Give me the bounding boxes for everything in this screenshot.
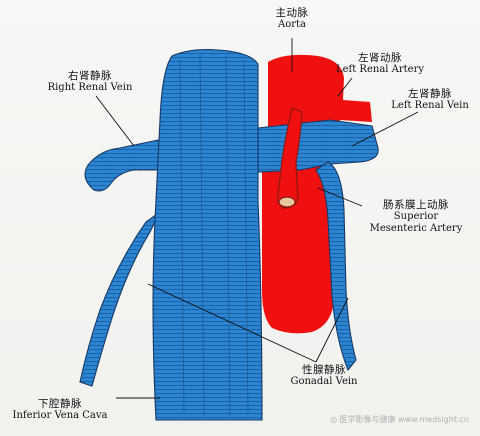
label-left-renal-vein: 左肾静脉 Left Renal Vein bbox=[384, 88, 476, 112]
left-renal-vein bbox=[257, 119, 379, 173]
label-sma-en2: Mesenteric Artery bbox=[369, 223, 463, 234]
label-sma-zh: 肠系膜上动脉 bbox=[383, 199, 449, 211]
label-aorta: 主动脉 Aorta bbox=[264, 7, 320, 31]
label-left-renal-artery: 左肾动脉 Left Renal Artery bbox=[330, 52, 430, 76]
leader-line bbox=[351, 111, 419, 147]
label-gonadal-vein-en: Gonadal Vein bbox=[290, 376, 358, 387]
label-gonadal-vein-zh: 性腺静脉 bbox=[302, 364, 346, 376]
leader-line bbox=[315, 297, 349, 363]
leader-line bbox=[337, 77, 353, 97]
label-right-renal-vein: 右肾静脉 Right Renal Vein bbox=[34, 70, 146, 94]
label-ivc-zh: 下腔静脉 bbox=[38, 398, 82, 410]
label-aorta-en: Aorta bbox=[277, 19, 306, 30]
label-left-renal-vein-en: Left Renal Vein bbox=[391, 100, 469, 111]
left-gonadal-vein bbox=[315, 161, 357, 372]
label-left-renal-vein-zh: 左肾静脉 bbox=[408, 88, 452, 100]
label-right-renal-vein-en: Right Renal Vein bbox=[47, 82, 133, 93]
inferior-vena-cava bbox=[152, 49, 263, 421]
label-inferior-vena-cava: 下腔静脉 Inferior Vena Cava bbox=[6, 398, 114, 422]
label-sma-en1: Superior bbox=[393, 211, 439, 222]
leader-line bbox=[95, 95, 135, 147]
label-right-renal-vein-zh: 右肾静脉 bbox=[68, 70, 112, 82]
right-gonadal-vein bbox=[79, 211, 161, 387]
label-left-renal-artery-zh: 左肾动脉 bbox=[358, 52, 402, 64]
label-gonadal-vein: 性腺静脉 Gonadal Vein bbox=[284, 364, 364, 388]
superior-mesenteric-artery bbox=[277, 107, 303, 209]
label-aorta-zh: 主动脉 bbox=[275, 7, 309, 19]
label-left-renal-artery-en: Left Renal Artery bbox=[335, 64, 425, 75]
label-superior-mesenteric-artery: 肠系膜上动脉 Superior Mesenteric Artery bbox=[364, 199, 468, 235]
leader-lines bbox=[95, 38, 419, 399]
leader-line bbox=[147, 283, 317, 363]
right-renal-vein bbox=[84, 137, 169, 192]
leader-line bbox=[317, 187, 363, 207]
label-ivc-en: Inferior Vena Cava bbox=[12, 410, 108, 421]
watermark: ◎ 医学影像与健康 www.medsight.cn bbox=[330, 415, 469, 424]
